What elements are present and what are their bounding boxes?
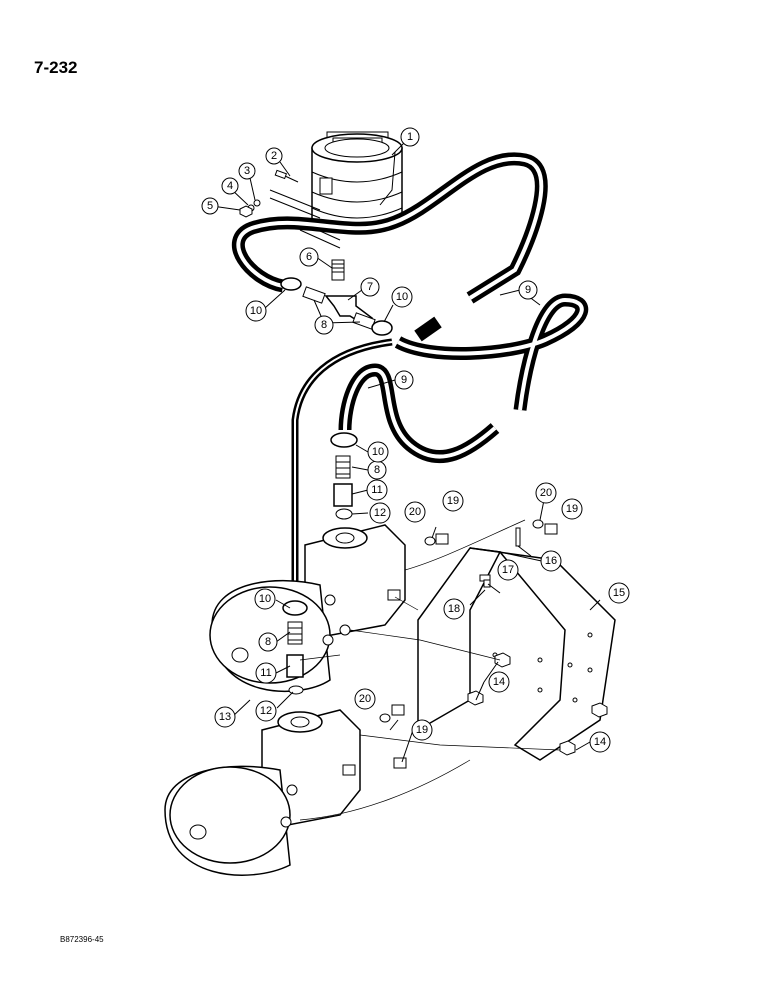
callout-19a-label: 19 <box>447 495 459 507</box>
callout-8b: 8 <box>367 460 387 480</box>
callout-20b-label: 20 <box>540 487 552 499</box>
callout-19c-label: 19 <box>416 724 428 736</box>
callout-9b-label: 9 <box>401 374 407 386</box>
callout-11b: 11 <box>255 662 277 684</box>
plugs-and-washers <box>379 519 558 769</box>
callout-18: 18 <box>443 598 465 620</box>
callout-10a: 10 <box>245 300 267 322</box>
callout-18-label: 18 <box>448 603 460 615</box>
callout-14b: 14 <box>589 731 611 753</box>
callout-10c-label: 10 <box>372 446 384 458</box>
callout-20c: 20 <box>354 688 376 710</box>
callout-14a: 14 <box>488 671 510 693</box>
callout-16: 16 <box>540 550 562 572</box>
callout-20a: 20 <box>404 501 426 523</box>
callout-10a-label: 10 <box>250 305 262 317</box>
callout-10b: 10 <box>391 286 413 308</box>
callout-10b-label: 10 <box>396 291 408 303</box>
callout-20c-label: 20 <box>359 693 371 705</box>
callout-3: 3 <box>238 162 256 180</box>
upper-fitting-stack <box>330 432 358 520</box>
callout-15-label: 15 <box>613 587 625 599</box>
callout-12b: 12 <box>255 700 277 722</box>
callout-13-label: 13 <box>219 711 231 723</box>
callout-19b-label: 19 <box>566 503 578 515</box>
reservoir <box>311 131 403 234</box>
callout-4: 4 <box>221 177 239 195</box>
callout-14b-label: 14 <box>594 736 606 748</box>
callout-17-label: 17 <box>502 564 514 576</box>
callout-10d: 10 <box>254 588 276 610</box>
callout-17: 17 <box>497 559 519 581</box>
callout-4-label: 4 <box>227 180 233 192</box>
callout-12b-label: 12 <box>260 705 272 717</box>
callout-1-label: 1 <box>407 131 413 143</box>
page-number: 7-232 <box>34 58 78 77</box>
callout-16-label: 16 <box>545 555 557 567</box>
callout-7-label: 7 <box>367 281 373 293</box>
callout-13: 13 <box>214 706 236 728</box>
mounting-bracket <box>417 547 616 761</box>
callout-8b-label: 8 <box>374 464 380 476</box>
callout-7: 7 <box>360 277 380 297</box>
callout-12a: 12 <box>369 502 391 524</box>
hose-lower-loop <box>338 363 500 463</box>
callout-8c: 8 <box>258 632 278 652</box>
callout-10d-label: 10 <box>259 593 271 605</box>
callout-2: 2 <box>265 147 283 165</box>
hose-long-drop <box>291 338 393 602</box>
callout-19c: 19 <box>411 719 433 741</box>
callout-5-label: 5 <box>207 200 213 212</box>
callout-15: 15 <box>608 582 630 604</box>
callout-2-label: 2 <box>271 150 277 162</box>
callout-19a: 19 <box>442 490 464 512</box>
hose-middle-loop <box>394 293 589 411</box>
callout-14a-label: 14 <box>493 676 505 688</box>
callout-11a-label: 11 <box>371 484 382 496</box>
callout-10c: 10 <box>367 441 389 463</box>
lower-brake-valve <box>164 709 361 876</box>
callout-11b-label: 11 <box>260 667 271 679</box>
hose-upper-loop <box>231 152 548 304</box>
document-code: B872396-45 <box>60 935 104 944</box>
callout-20a-label: 20 <box>409 506 421 518</box>
callout-8a: 8 <box>314 315 334 335</box>
callout-1: 1 <box>400 127 420 147</box>
callout-8a-label: 8 <box>321 319 327 331</box>
nuts <box>467 652 608 756</box>
callout-6: 6 <box>299 247 319 267</box>
callout-5: 5 <box>201 197 219 215</box>
callout-9b: 9 <box>394 370 414 390</box>
callout-8c-label: 8 <box>265 636 271 648</box>
callout-20b: 20 <box>535 482 557 504</box>
callout-3-label: 3 <box>244 165 250 177</box>
callout-6-label: 6 <box>306 251 312 263</box>
callout-12a-label: 12 <box>374 507 386 519</box>
tee-fitting-assembly <box>280 259 393 336</box>
callout-9a-label: 9 <box>525 284 531 296</box>
lower-fitting-stack <box>282 600 308 695</box>
callout-19b: 19 <box>561 498 583 520</box>
callout-9a: 9 <box>518 280 538 300</box>
callout-11a: 11 <box>366 479 388 501</box>
phantom-lines <box>299 519 561 821</box>
